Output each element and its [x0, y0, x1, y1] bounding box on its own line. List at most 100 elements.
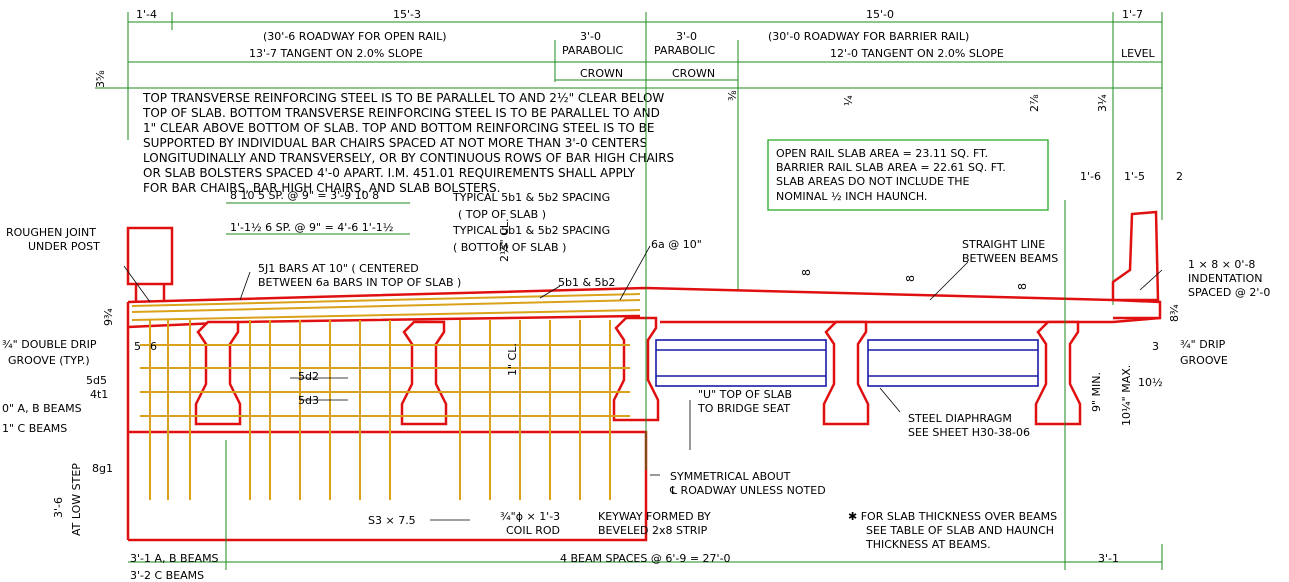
spacing-top-sub: ( TOP OF SLAB ) — [458, 208, 546, 221]
dim-1-4: 1'-4 — [136, 8, 157, 21]
bottom-dim-left-c: 3'-2 C BEAMS — [130, 569, 205, 582]
note-line-5: LONGITUDINALLY AND TRANSVERSELY, OR BY C… — [143, 151, 674, 165]
rail-post — [126, 226, 174, 286]
d2-label: 5d2 — [298, 370, 319, 383]
cl-bot-label: 1" CL. — [506, 343, 519, 376]
dim-6-label: 6 — [150, 340, 157, 353]
beam-3 — [612, 316, 660, 422]
spacing-bot-label: TYPICAL 5b1 & 5b2 SPACING — [452, 224, 610, 237]
u-top-label-1: "U" TOP OF SLAB — [698, 388, 793, 401]
area-line-2: BARRIER RAIL SLAB AREA = 22.61 SQ. FT. — [776, 161, 1006, 174]
dim-2-label: 2 — [1176, 170, 1183, 183]
min-label: 9" MIN. — [1090, 371, 1103, 412]
parabolic-a: PARABOLIC — [562, 44, 624, 57]
s3-label: S3 × 7.5 — [368, 514, 416, 527]
drip-left-2: GROOVE (TYP.) — [8, 354, 90, 367]
dim-15-0: 15'-0 — [866, 8, 894, 21]
straight-line-label: STRAIGHT LINE — [962, 238, 1046, 251]
beam-4 — [822, 320, 870, 426]
dim-1-5: 1'-5 — [1124, 170, 1145, 183]
reinforcing-note: TOP TRANSVERSE REINFORCING STEEL IS TO B… — [142, 91, 674, 195]
note-line-2: TOP OF SLAB. BOTTOM TRANSVERSE REINFORCI… — [142, 106, 660, 120]
note-line-7: FOR BAR CHAIRS, BAR HIGH CHAIRS, AND SLA… — [143, 181, 500, 195]
step-b-label: AT LOW STEP — [70, 463, 83, 536]
parabolic-b: PARABOLIC — [654, 44, 716, 57]
drip-left-1: ¾" DOUBLE DRIP — [2, 338, 97, 351]
level-label: LEVEL — [1121, 47, 1156, 60]
max-label: 10¼" MAX. — [1120, 364, 1133, 426]
drip-right-1: ¾" DRIP — [1180, 338, 1226, 351]
dim-3-1-4: 3¼ — [1096, 94, 1109, 112]
thickness-note-1: ✱ FOR SLAB THICKNESS OVER BEAMS — [848, 510, 1058, 523]
indent-label-2: INDENTATION — [1188, 272, 1263, 285]
right-roadway: (30'-0 ROADWAY FOR BARRIER RAIL) — [768, 30, 969, 43]
note-line-6: OR SLAB BOLSTERS SPACED 4'-0 APART. I.M.… — [143, 166, 636, 180]
spacing-top-label: TYPICAL 5b1 & 5b2 SPACING — [452, 191, 610, 204]
crown-b: CROWN — [672, 67, 715, 80]
b1b2-label: 5b1 & 5b2 — [558, 276, 616, 289]
diaphragm-a — [655, 339, 827, 387]
area-box — [767, 139, 1049, 211]
u-top-label-2: TO BRIDGE SEAT — [698, 402, 791, 415]
under-post-label: UNDER POST — [28, 240, 100, 253]
diaphragm-label-2: SEE SHEET H30-38-06 — [908, 426, 1030, 439]
area-line-1: OPEN RAIL SLAB AREA = 23.11 SQ. FT. — [776, 147, 988, 160]
slab-bottom-left — [127, 314, 641, 329]
coil-rod-label-2: COIL ROD — [506, 524, 560, 537]
spacing-top-row: 8 10 5 SP. @ 9" = 3'-9 10 8 — [230, 189, 379, 202]
dim-3-label: 3 — [1152, 340, 1159, 353]
dim-3-5-8: 3⅝ — [94, 70, 107, 88]
t1-label: 4t1 — [90, 388, 109, 401]
dim-1-4-frac: ¼ — [842, 95, 855, 106]
bottom-dim-left-ab: 3'-1 A, B BEAMS — [130, 552, 219, 565]
parabolic-b-dim: 3'-0 — [676, 30, 697, 43]
parabolic-a-dim: 3'-0 — [580, 30, 601, 43]
dim-2-7-8: 2⅞ — [1028, 94, 1041, 112]
right-tangent: 12'-0 TANGENT ON 2.0% SLOPE — [830, 47, 1004, 60]
g1-label: 8g1 — [92, 462, 113, 475]
spacing-bot-sub: ( BOTTOM OF SLAB ) — [453, 241, 566, 254]
thickness-note-3: THICKNESS AT BEAMS. — [866, 538, 991, 551]
note-line-3: 1" CLEAR ABOVE BOTTOM OF SLAB. TOP AND B… — [143, 121, 655, 135]
dim-1-6: 1'-6 — [1080, 170, 1101, 183]
top-dimensions — [95, 12, 1163, 305]
c-beams-label: 1" C BEAMS — [2, 422, 68, 435]
diaphragm-label-1: STEEL DIAPHRAGM — [908, 412, 1012, 425]
note-line-1: TOP TRANSVERSE REINFORCING STEEL IS TO B… — [142, 91, 664, 105]
dim-8-3-4: 8¾ — [1168, 304, 1181, 322]
dim-8-c: 8 — [1016, 283, 1029, 290]
thickness-note-2: SEE TABLE OF SLAB AND HAUNCH — [866, 524, 1055, 537]
j-bars-label: 5J1 BARS AT 10" ( CENTERED — [258, 262, 419, 275]
ab-beams-label: 0" A, B BEAMS — [2, 402, 82, 415]
bottom-dim-right: 3'-1 — [1098, 552, 1119, 565]
abutment — [128, 430, 648, 542]
indent-label-3: SPACED @ 2'-0 — [1188, 286, 1271, 299]
beam-5 — [1034, 320, 1082, 426]
spacing-bot-row: 1'-1½ 6 SP. @ 9" = 4'-6 1'-1½ — [230, 221, 393, 234]
crown-a: CROWN — [580, 67, 623, 80]
note-line-4: SUPPORTED BY INDIVIDUAL BAR CHAIRS SPACE… — [143, 136, 647, 150]
symmetry-label-1: SYMMETRICAL ABOUT — [670, 470, 791, 483]
dim-8-a: 8 — [800, 269, 813, 276]
cl-top-label: 2½" CL. — [498, 218, 511, 262]
j-bars-label-2: BETWEEN 6a BARS IN TOP OF SLAB ) — [258, 276, 462, 289]
roughen-joint-label: ROUGHEN JOINT — [6, 226, 96, 239]
left-tangent: 13'-7 TANGENT ON 2.0% SLOPE — [249, 47, 423, 60]
diaphragm-b — [867, 339, 1039, 387]
coil-rod-label-1: ¾"ϕ × 1'-3 — [500, 510, 561, 523]
dim-9-3-4: 9¾ — [102, 308, 115, 326]
area-line-3: SLAB AREAS DO NOT INCLUDE THE — [776, 175, 969, 188]
bottom-dim-middle: 4 BEAM SPACES @ 6'-9 = 27'-0 — [560, 552, 731, 565]
step-a-label: 3'-6 — [52, 497, 65, 518]
area-line-4: NOMINAL ½ INCH HAUNCH. — [776, 190, 927, 203]
keyway-label-2: BEVELED 2x8 STRIP — [598, 524, 708, 537]
d5-label: 5d5 — [86, 374, 107, 387]
barrier-rail — [1111, 210, 1160, 302]
dim-5-label: 5 — [134, 340, 141, 353]
indent-label-1: 1 × 8 × 0'-8 — [1188, 258, 1256, 271]
dim-15-3: 15'-3 — [393, 8, 421, 21]
rebar-grid — [131, 293, 641, 500]
keyway-label-1: KEYWAY FORMED BY — [598, 510, 711, 523]
dim-1-7: 1'-7 — [1122, 8, 1143, 21]
